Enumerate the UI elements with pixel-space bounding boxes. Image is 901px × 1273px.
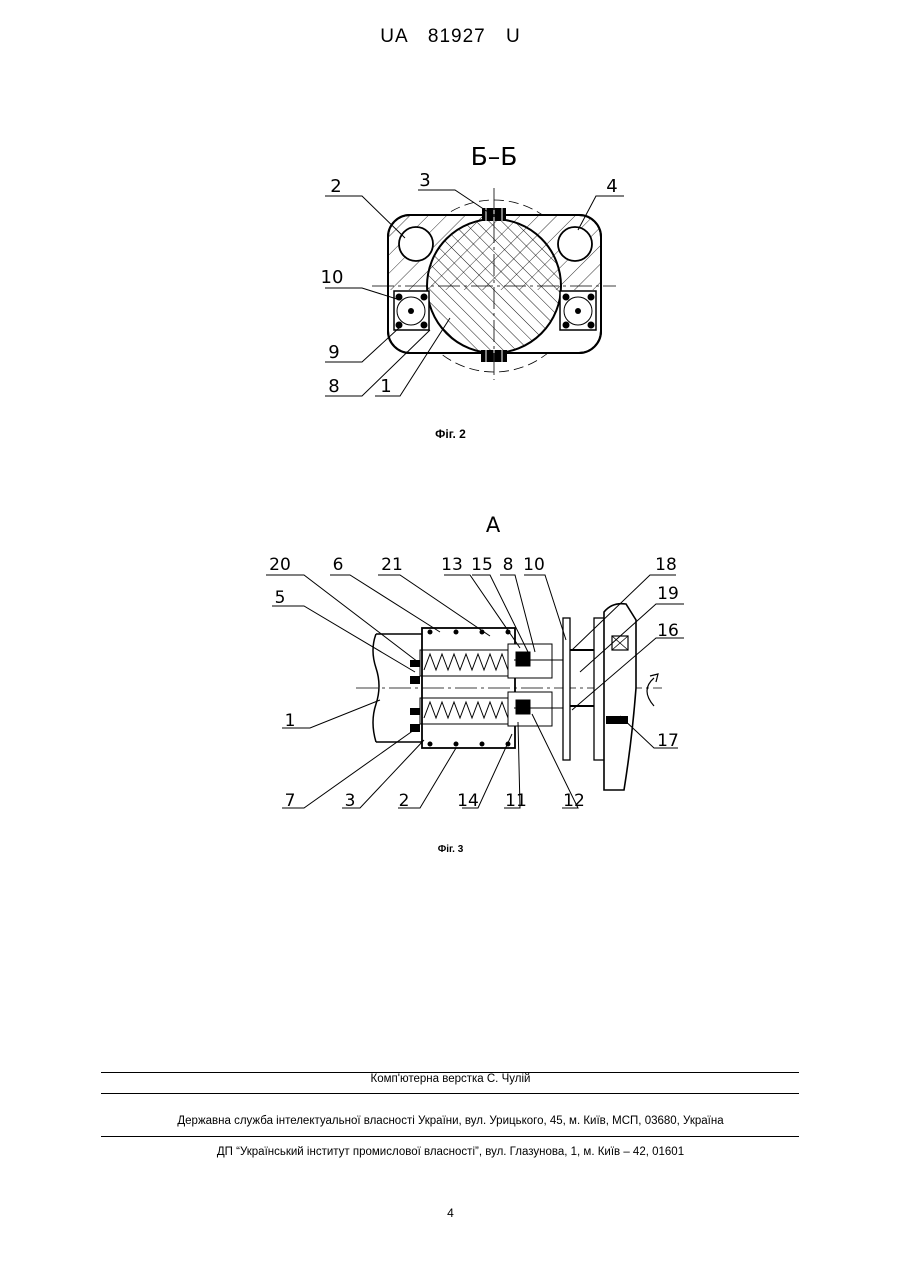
callout-2: 2 [399,791,410,811]
callout-3: 3 [345,791,356,811]
left-spring-socket [394,291,429,330]
callout-11: 11 [505,791,527,811]
callout-7: 7 [285,791,296,811]
callout-8: 8 [503,555,514,575]
view-label: А [486,513,501,537]
figure-2-drawing: Б–Б [0,0,901,440]
upper-right-bore [558,227,592,261]
office-address: Державна служба інтелектуальної власност… [0,1115,901,1127]
callout-13: 13 [441,555,463,575]
callout-3: 3 [419,170,430,191]
footer-rule-2 [101,1093,799,1094]
layout-credit: Комп'ютерна верстка С. Чулій [0,1073,901,1085]
crank-lever [604,604,636,790]
flange-plate [563,618,570,760]
callout-17: 17 [657,731,679,751]
callout-16: 16 [657,621,679,641]
callout-14: 14 [457,791,479,811]
callout-8: 8 [328,376,339,397]
page-number: 4 [0,1206,901,1220]
callout-4: 4 [606,176,617,197]
callout-1: 1 [285,711,296,731]
callout-18: 18 [655,555,677,575]
callout-9: 9 [328,342,339,363]
callout-5: 5 [275,588,286,608]
right-spring-socket [560,291,596,330]
callout-10: 10 [321,267,344,288]
figure-2-caption: Фіг. 2 [0,427,901,441]
footer-rule-3 [101,1136,799,1137]
callout-10: 10 [523,555,545,575]
callout-2: 2 [330,176,341,197]
callout-21: 21 [381,555,403,575]
callout-12: 12 [563,791,585,811]
figure-3-caption: Фіг. 3 [0,844,901,855]
callout-6: 6 [333,555,344,575]
callout-15: 15 [471,555,493,575]
callout-19: 19 [657,584,679,604]
institute-address: ДП “Український інститут промислової вла… [0,1146,901,1158]
section-label: Б–Б [471,142,518,171]
figure-3-drawing: А [0,480,901,840]
callout-20: 20 [269,555,291,575]
callout-1: 1 [380,376,391,397]
rotation-arrow [647,678,654,706]
upper-left-bore [399,227,433,261]
